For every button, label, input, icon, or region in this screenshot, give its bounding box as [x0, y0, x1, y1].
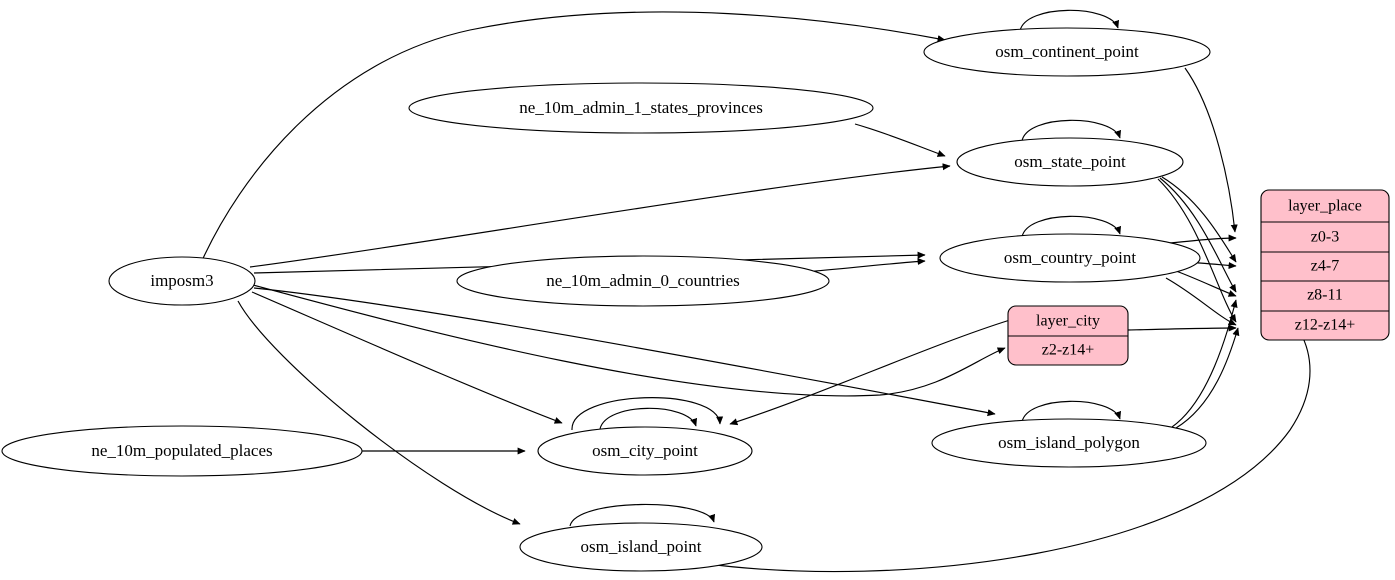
node-osm-island-polygon-label: osm_island_polygon — [998, 433, 1140, 452]
node-ne-10m-admin-0-countries-label: ne_10m_admin_0_countries — [546, 271, 740, 290]
node-layer-place[interactable]: layer_place z0-3 z4-7 z8-11 z12-z14+ — [1260, 189, 1390, 341]
layer-place-row-z12-z14[interactable]: z12-z14+ — [1295, 317, 1356, 334]
node-osm-city-point-label: osm_city_point — [592, 441, 698, 460]
layer-city-title: layer_city — [1036, 313, 1100, 330]
layer-place-box — [1260, 189, 1390, 341]
layer-place-row-z4-7[interactable]: z4-7 — [1311, 258, 1339, 275]
edge-self-osm-city-point-outer — [571, 397, 724, 431]
layer-city-row-z2-z14[interactable]: z2-z14+ — [1042, 342, 1095, 359]
edge-imposm3-to-layer-city — [252, 284, 1006, 397]
layer-place-row-z0-3[interactable]: z0-3 — [1311, 229, 1339, 246]
edge-osm-continent-point-to-layer-place-z0-3 — [1184, 67, 1238, 233]
edge-self-osm-island-point — [569, 503, 715, 527]
edge-osm-country-point-to-layer-place-z0-3 — [1169, 234, 1237, 244]
edge-osm-island-polygon-to-layer-place-z12-z14 — [1175, 327, 1240, 429]
node-imposm3[interactable]: imposm3 — [108, 256, 256, 306]
node-ne-10m-populated-places-label: ne_10m_populated_places — [91, 441, 272, 460]
edge-self-osm-continent-point — [1019, 9, 1119, 32]
edge-self-osm-country-point — [1021, 215, 1121, 238]
node-osm-island-polygon[interactable]: osm_island_polygon — [931, 418, 1207, 468]
edge-ne-countries-to-osm-country-point — [804, 257, 926, 273]
node-ne-10m-admin-1-states-provinces[interactable]: ne_10m_admin_1_states_provinces — [408, 82, 874, 134]
node-layer-city[interactable]: layer_city z2-z14+ — [1007, 305, 1129, 366]
node-osm-state-point-label: osm_state_point — [1014, 152, 1126, 171]
node-ne-10m-admin-1-states-provinces-label: ne_10m_admin_1_states_provinces — [519, 98, 763, 117]
edge-self-osm-state-point — [1021, 119, 1121, 142]
edge-self-osm-island-polygon — [1021, 400, 1121, 423]
edge-imposm3-to-osm-continent-point — [199, 11, 946, 266]
edge-ne-states-to-osm-state-point — [854, 123, 946, 157]
edge-layer — [199, 9, 1311, 573]
node-osm-island-point[interactable]: osm_island_point — [519, 522, 763, 572]
edge-osm-island-point-to-layer-place-z12-z14 — [699, 331, 1311, 573]
node-osm-continent-point[interactable]: osm_continent_point — [923, 27, 1211, 77]
node-ne-10m-admin-0-countries[interactable]: ne_10m_admin_0_countries — [456, 255, 830, 307]
edge-osm-state-point-to-layer-place-z12-z14 — [1157, 178, 1237, 323]
node-osm-country-point[interactable]: osm_country_point — [939, 233, 1201, 283]
node-osm-country-point-label: osm_country_point — [1004, 248, 1136, 267]
edge-self-osm-city-point — [599, 407, 697, 430]
node-osm-state-point[interactable]: osm_state_point — [956, 137, 1184, 187]
node-osm-continent-point-label: osm_continent_point — [995, 42, 1139, 61]
edge-osm-state-point-to-layer-place-z8-11 — [1159, 177, 1237, 293]
edge-layer-city-to-osm-city-point — [729, 319, 1011, 426]
edge-osm-state-point-to-layer-place-z4-7 — [1161, 176, 1237, 263]
edge-imposm3-to-osm-city-point — [251, 291, 563, 424]
node-osm-island-point-label: osm_island_point — [581, 537, 702, 556]
layer-place-row-z8-11[interactable]: z8-11 — [1307, 287, 1343, 304]
edge-layer-city-to-layer-place-z12-z14 — [1127, 324, 1237, 332]
edge-osm-country-point-to-layer-place-z8-11 — [1175, 270, 1237, 297]
edge-imposm3-to-osm-state-point — [249, 163, 951, 268]
node-imposm3-label: imposm3 — [150, 271, 213, 290]
node-ne-10m-populated-places[interactable]: ne_10m_populated_places — [1, 425, 363, 477]
edge-osm-island-polygon-to-layer-place-z8-11 — [1171, 299, 1238, 428]
edge-imposm3-to-osm-island-point — [237, 300, 521, 525]
layer-place-title: layer_place — [1288, 198, 1362, 215]
node-osm-city-point[interactable]: osm_city_point — [537, 426, 753, 476]
